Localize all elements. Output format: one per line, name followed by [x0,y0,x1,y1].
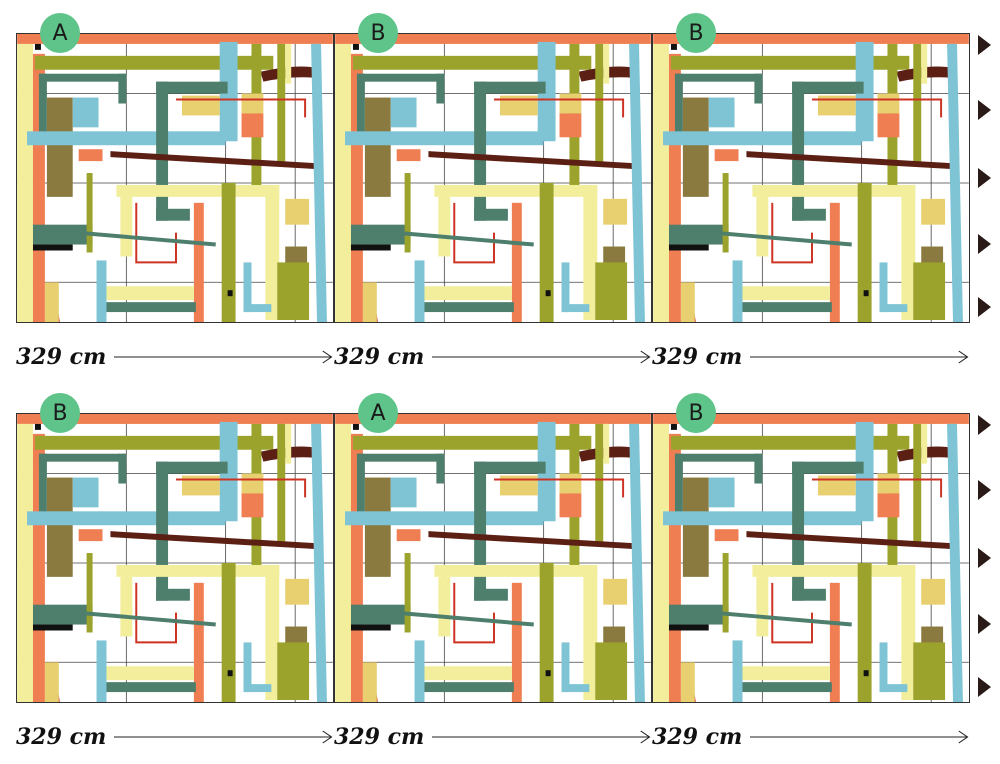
continuation-arrow-icon [978,100,991,120]
panel-badge: B [40,393,80,433]
dimension-arrow-icon [750,349,970,365]
wallpaper-panel [652,33,970,323]
panel-row-2: B A B 329 cm 329 cm 329 cm [0,380,1000,760]
dimension-arrow-icon [432,349,652,365]
width-dimension: 329 cm [334,337,652,377]
width-dimension: 329 cm [16,717,334,757]
width-dimension: 329 cm [652,717,970,757]
wallpaper-panel [334,33,652,323]
dimension-arrow-icon [114,349,334,365]
continuation-arrow-icon [978,548,991,568]
width-dimension: 329 cm [652,337,970,377]
wallpaper-panel [16,33,334,323]
wallpaper-panel [334,413,652,703]
continuation-arrow-icon [978,234,991,254]
panel-row-1: A B B 329 cm 329 cm 329 cm [0,0,1000,380]
continuation-arrow-icon [978,480,991,500]
wallpaper-panel [652,413,970,703]
continuation-arrow-icon [978,35,991,55]
wallpaper-panel [16,413,334,703]
width-label: 329 cm [652,724,743,750]
width-label: 329 cm [652,344,743,370]
dimension-arrow-icon [114,729,334,745]
width-dimension: 329 cm [334,717,652,757]
dimension-arrow-icon [432,729,652,745]
width-label: 329 cm [16,344,107,370]
panel-badge: B [358,13,398,53]
panel-badge: A [358,393,398,433]
width-dimension: 329 cm [16,337,334,377]
continuation-arrow-icon [978,614,991,634]
width-label: 329 cm [16,724,107,750]
panel-badge: A [40,13,80,53]
continuation-arrow-icon [978,677,991,697]
dimension-arrow-icon [750,729,970,745]
continuation-arrow-icon [978,415,991,435]
continuation-arrow-icon [978,297,991,317]
continuation-arrow-icon [978,168,991,188]
panel-badge: B [676,13,716,53]
panel-badge: B [676,393,716,433]
width-label: 329 cm [334,724,425,750]
width-label: 329 cm [334,344,425,370]
